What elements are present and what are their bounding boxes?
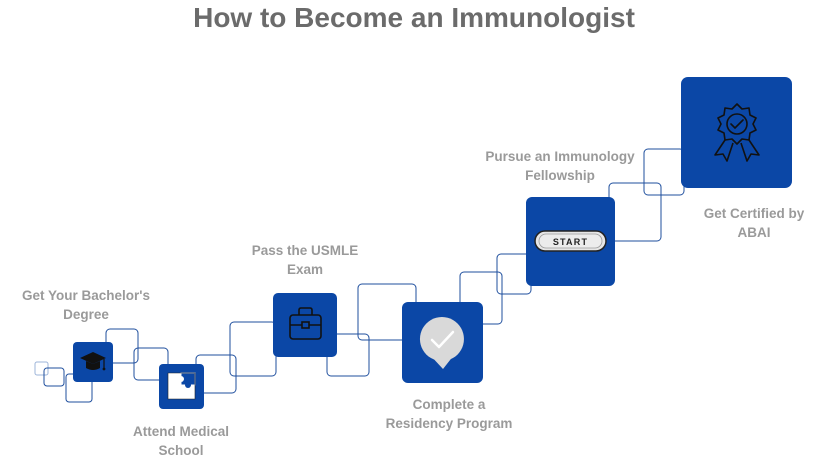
step-label-line: School [158,443,204,458]
step-label-bachelors: Get Your Bachelor's Degree [6,286,166,324]
step-label-line: Pass the USMLE [251,243,359,258]
puzzle-icon [167,372,196,400]
step-label-line: Exam [286,262,324,277]
step-label-line: ABAI [737,225,771,240]
graduation-cap-icon [80,352,106,371]
briefcase-icon [289,307,322,340]
start-button-icon: START [534,230,607,252]
step-label-line: Pursue an Immunology [485,149,635,164]
step-label-line: Get Certified by [703,206,805,221]
start-button-label: START [553,237,588,247]
step-label-line: Complete a [412,397,486,412]
speech-bubble-check-icon [419,317,464,369]
page-title: How to Become an Immunologist [193,2,635,33]
step-label-medical-school: Attend Medical School [106,422,256,460]
step-6-box [681,77,792,188]
step-label-certified: Get Certified by ABAI [684,204,824,242]
step-label-usmle: Pass the USMLE Exam [230,241,380,279]
award-ribbon-icon [714,103,760,162]
step-label-fellowship: Pursue an Immunology Fellowship [470,147,650,185]
step-label-line: Fellowship [525,168,595,183]
step-label-line: Attend Medical [132,424,229,439]
step-label-line: Residency Program [385,416,513,431]
step-label-line: Degree [63,307,109,322]
step-label-residency: Complete a Residency Program [364,395,534,433]
step-label-line: Get Your Bachelor's [22,288,150,303]
